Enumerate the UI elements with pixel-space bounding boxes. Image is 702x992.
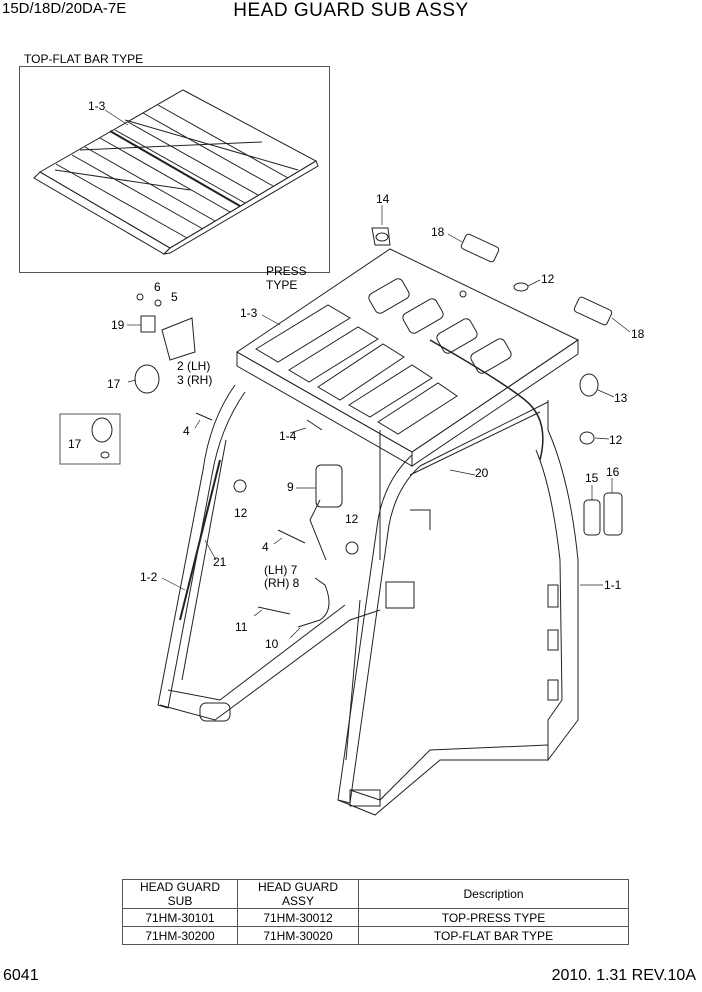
callout-12b: 12	[609, 433, 623, 447]
head-guard-frame	[157, 339, 579, 816]
table-row: 71HM-30101 71HM-30012 TOP-PRESS TYPE	[122, 908, 629, 927]
callout-12c: 12	[234, 506, 248, 520]
callout-20: 20	[475, 466, 489, 480]
table-row: 71HM-30200 71HM-30020 TOP-FLAT BAR TYPE	[122, 926, 629, 945]
callout-4b: 4	[262, 540, 269, 554]
header-description: Description	[358, 879, 629, 909]
callout-1-4: 1-4	[279, 429, 297, 443]
callout-18b: 18	[631, 327, 645, 341]
revision-date: 2010. 1.31 REV.10A	[551, 967, 696, 984]
callout-inset-1-3: 1-3	[88, 99, 106, 113]
inset-frame	[19, 66, 330, 273]
press-type-label-2: TYPE	[266, 278, 297, 292]
callout-2: 2 (LH)	[177, 359, 210, 373]
callout-16: 16	[606, 465, 620, 479]
callout-17a: 17	[107, 377, 121, 391]
header-sub: HEAD GUARD SUB	[122, 879, 238, 909]
header-assy: HEAD GUARD ASSY	[237, 879, 359, 909]
callout-3: 3 (RH)	[177, 373, 212, 387]
callout-14: 14	[376, 192, 390, 206]
callout-labels: 1-1 1-2 1-3 1-4 2 (LH) 3 (RH) 4 4 5 6 (L…	[68, 192, 645, 651]
callout-15: 15	[585, 471, 599, 485]
callout-10: 10	[265, 637, 279, 651]
table-cell: 71HM-30101	[122, 908, 238, 927]
table-cell: TOP-FLAT BAR TYPE	[358, 926, 629, 945]
callout-11: 11	[235, 620, 248, 634]
table-cell: 71HM-30200	[122, 926, 238, 945]
leader-lines	[127, 205, 631, 639]
callout-13: 13	[614, 391, 628, 405]
callout-1-1: 1-1	[604, 578, 622, 592]
press-type-label-1: PRESS	[266, 264, 307, 278]
press-type-roof	[236, 248, 579, 467]
callout-5: 5	[171, 290, 178, 304]
table-cell: 71HM-30020	[237, 926, 359, 945]
callout-17b: 17	[68, 437, 82, 451]
callout-1-2: 1-2	[140, 570, 158, 584]
table-cell: 71HM-30012	[237, 908, 359, 927]
parts-table-header: HEAD GUARD SUB HEAD GUARD ASSY Descripti…	[122, 879, 629, 909]
parts-table: HEAD GUARD SUB HEAD GUARD ASSY Descripti…	[122, 879, 629, 945]
small-parts	[59, 227, 623, 628]
flat-bar-roof	[33, 89, 319, 255]
callout-12d: 12	[345, 512, 359, 526]
callout-8: (RH) 8	[264, 576, 300, 590]
table-cell: TOP-PRESS TYPE	[358, 908, 629, 927]
callout-12a: 12	[541, 272, 555, 286]
callout-18a: 18	[431, 225, 445, 239]
callout-6: 6	[154, 280, 161, 294]
inset-label: TOP-FLAT BAR TYPE	[24, 52, 144, 66]
callout-21: 21	[213, 555, 227, 569]
page-number: 6041	[3, 967, 39, 984]
callout-4a: 4	[183, 424, 190, 438]
callout-9: 9	[287, 480, 294, 494]
callout-7: (LH) 7	[264, 563, 298, 577]
page-title: HEAD GUARD SUB ASSY	[233, 0, 469, 21]
model-number: 15D/18D/20DA-7E	[2, 0, 127, 17]
callout-1-3: 1-3	[240, 306, 258, 320]
callout-19: 19	[111, 318, 125, 332]
